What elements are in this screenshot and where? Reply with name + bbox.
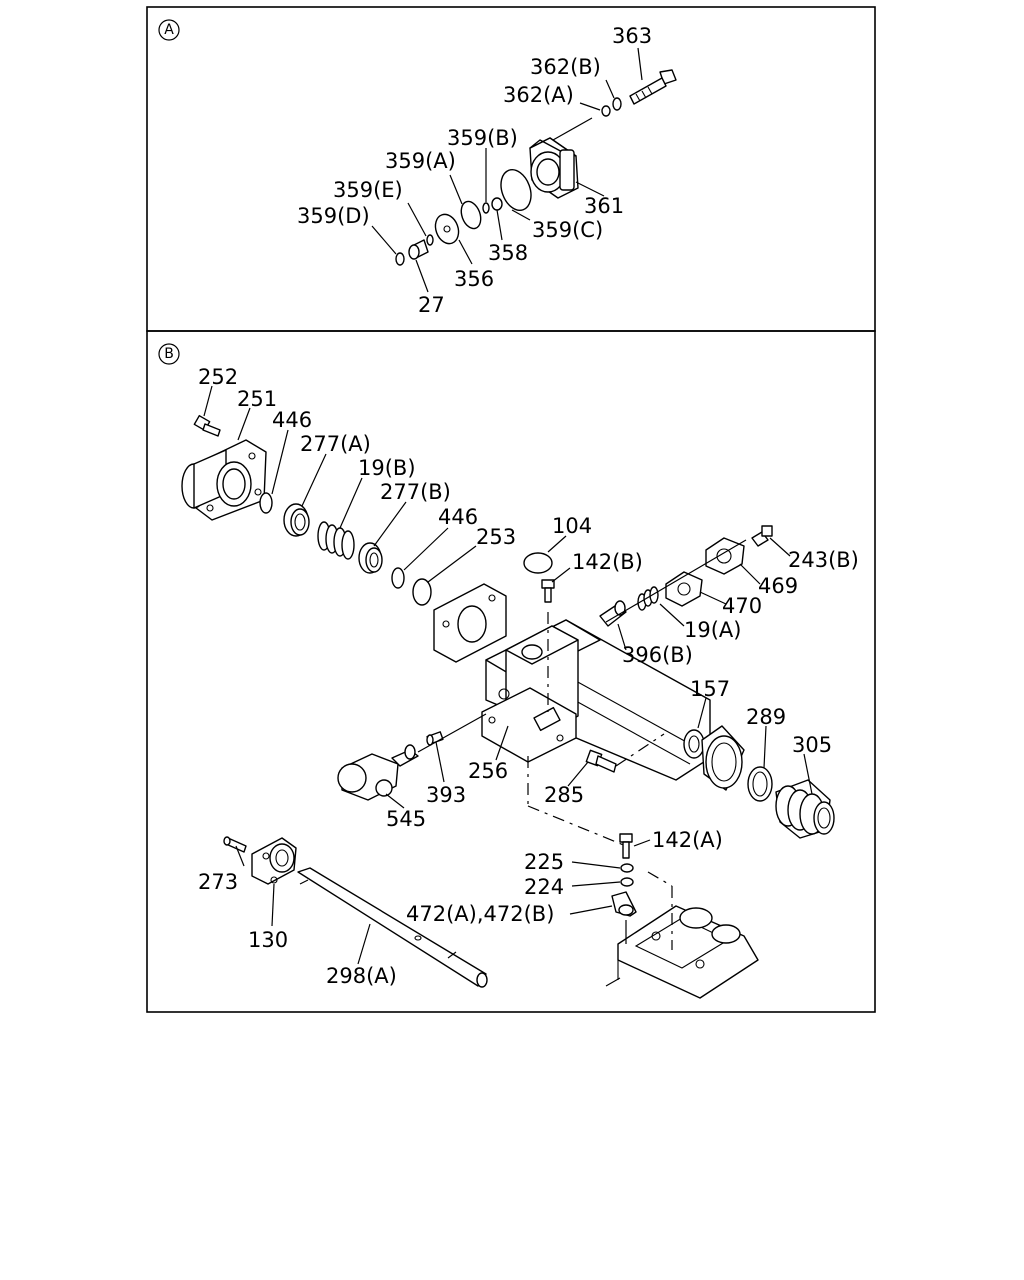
panel-b-parts: 252 251 446 277(A) 19(B) 277(B) 446 253 … <box>181 365 859 999</box>
callout-19b: 19(B) <box>358 456 416 480</box>
spring-19b <box>317 521 355 560</box>
panel-a-frame <box>146 6 876 332</box>
oring-359c <box>500 168 532 212</box>
callout-470: 470 <box>722 594 762 618</box>
section-marker-b: B <box>158 343 180 365</box>
panel-a-parts: 363 362(B) 362(A) 359(B) 359(A) 359(E) 3… <box>297 24 677 317</box>
callout-446-a: 446 <box>272 408 312 432</box>
callout-157: 157 <box>690 677 730 701</box>
callout-362b: 362(B) <box>530 55 601 79</box>
oring-359b <box>482 202 490 214</box>
spring-19a <box>637 586 659 611</box>
oring-253 <box>412 578 432 606</box>
nut-358 <box>491 197 503 211</box>
callout-298a: 298(A) <box>326 964 397 988</box>
callout-251: 251 <box>237 387 277 411</box>
callout-253: 253 <box>476 525 516 549</box>
washer-225 <box>620 863 634 873</box>
callout-305: 305 <box>792 733 832 757</box>
bolt-285 <box>585 749 617 773</box>
plate-472 <box>611 891 637 917</box>
gasket-470 <box>665 571 703 607</box>
lever-130 <box>251 837 297 885</box>
bushing-277b <box>358 542 383 574</box>
washer-362a <box>601 105 611 117</box>
callout-358: 358 <box>488 241 528 265</box>
callout-359e: 359(E) <box>333 178 403 202</box>
snapring-446-a <box>259 492 273 514</box>
svg-text:B: B <box>164 346 174 362</box>
cap-104 <box>523 552 553 574</box>
callout-361: 361 <box>584 194 624 218</box>
bolt-252 <box>193 414 221 437</box>
bushing-277a <box>283 503 310 537</box>
callout-396b: 396(B) <box>622 643 693 667</box>
callout-285: 285 <box>544 783 584 807</box>
snapring-446-b <box>391 567 405 589</box>
oring-359a <box>460 200 482 230</box>
ring-289 <box>747 766 773 802</box>
callout-27: 27 <box>418 293 445 317</box>
pin-273 <box>223 836 247 853</box>
callout-446-b: 446 <box>438 505 478 529</box>
piston-27 <box>408 239 429 260</box>
bolt-142a <box>619 833 633 859</box>
washer-224 <box>620 877 634 887</box>
plunger-396b <box>599 600 627 627</box>
callout-469: 469 <box>758 574 798 598</box>
callout-363: 363 <box>612 24 652 48</box>
callout-356: 356 <box>454 267 494 291</box>
shaft-298a <box>297 867 488 988</box>
callout-19a: 19(A) <box>684 618 741 642</box>
case-256 <box>433 583 711 781</box>
callout-142b: 142(B) <box>572 550 643 574</box>
callout-130: 130 <box>248 928 288 952</box>
oring-359e <box>426 234 434 246</box>
bolt-142b <box>541 579 555 603</box>
callout-362a: 362(A) <box>503 83 574 107</box>
callout-142a: 142(A) <box>652 828 723 852</box>
bolt-243b <box>751 525 773 547</box>
callout-359d: 359(D) <box>297 204 370 228</box>
svg-text:A: A <box>164 22 174 38</box>
joint-545 <box>337 744 419 801</box>
callout-224: 224 <box>524 875 564 899</box>
callout-225: 225 <box>524 850 564 874</box>
callout-252: 252 <box>198 365 238 389</box>
callout-289: 289 <box>746 705 786 729</box>
callout-243b: 243(B) <box>788 548 859 572</box>
plate-356 <box>434 213 460 245</box>
bolt-363 <box>629 69 677 105</box>
cover-469 <box>705 537 745 575</box>
washer-362b <box>612 97 622 111</box>
callout-359b: 359(B) <box>447 126 518 150</box>
callout-256: 256 <box>468 759 508 783</box>
oring-359d <box>395 252 405 266</box>
callout-273: 273 <box>198 870 238 894</box>
callout-277a: 277(A) <box>300 432 371 456</box>
callout-104: 104 <box>552 514 592 538</box>
callout-359c: 359(C) <box>532 218 603 242</box>
cover-361 <box>529 137 579 199</box>
section-marker-a: A <box>158 19 180 41</box>
callout-472: 472(A),472(B) <box>406 902 554 926</box>
callout-393: 393 <box>426 783 466 807</box>
callout-359a: 359(A) <box>385 149 456 173</box>
callout-545: 545 <box>386 807 426 831</box>
boot-305 <box>775 779 835 839</box>
mount-case <box>605 905 759 999</box>
housing-251 <box>181 439 267 521</box>
panel-b-frame <box>146 330 876 1013</box>
callout-277b: 277(B) <box>380 480 451 504</box>
tube-end <box>701 725 745 791</box>
